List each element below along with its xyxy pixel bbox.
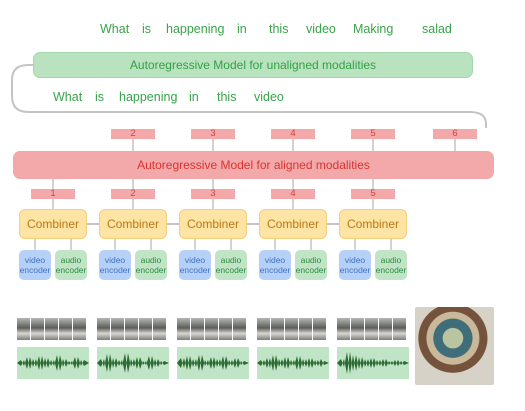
output-word: happening [166,22,225,36]
input-word: What [53,90,83,104]
audio-waveform-segment [17,347,89,379]
unaligned-tag: 2 [111,129,155,139]
aligned-tag: 3 [191,189,235,199]
input-word: in [189,90,199,104]
output-word: What [100,22,130,36]
video-frames-segment [257,318,329,340]
combiner-box: Combiner [339,209,407,239]
unaligned-tag: 4 [271,129,315,139]
output-word: Making [353,22,394,36]
combiner-box: Combiner [99,209,167,239]
input-word: this [217,90,237,104]
video-frames-segment [17,318,89,340]
salad-video-frame-image [415,307,494,385]
audio-waveform-segment [257,347,329,379]
video-frames-segment [177,318,249,340]
aligned-tag: 1 [31,189,75,199]
input-word: happening [119,90,178,104]
audio-waveform-segment [337,347,409,379]
aligned-model-label: Autoregressive Model for aligned modalit… [137,158,370,172]
aligned-model-box: Autoregressive Model for aligned modalit… [13,151,494,179]
input-word: video [254,90,284,104]
video-frames-segment [337,318,409,340]
input-word: is [95,90,105,104]
unaligned-tag: 5 [351,129,395,139]
combiner-box: Combiner [19,209,87,239]
unaligned-loop-line [11,64,487,128]
unaligned-model-box: Autoregressive Model for unaligned modal… [33,52,473,78]
audio-waveform-segment [97,347,169,379]
combiner-box: Combiner [179,209,247,239]
aligned-tag: 4 [271,189,315,199]
video-frames-segment [97,318,169,340]
output-word: salad [422,22,452,36]
output-word: is [142,22,152,36]
aligned-tag: 5 [351,189,395,199]
audio-waveform-segment [177,347,249,379]
output-word: video [306,22,336,36]
combiner-box: Combiner [259,209,327,239]
unaligned-tag: 3 [191,129,235,139]
output-word: in [237,22,247,36]
output-word: this [269,22,289,36]
aligned-tag: 2 [111,189,155,199]
unaligned-tag: 6 [433,129,477,139]
unaligned-model-label: Autoregressive Model for unaligned modal… [129,58,377,72]
